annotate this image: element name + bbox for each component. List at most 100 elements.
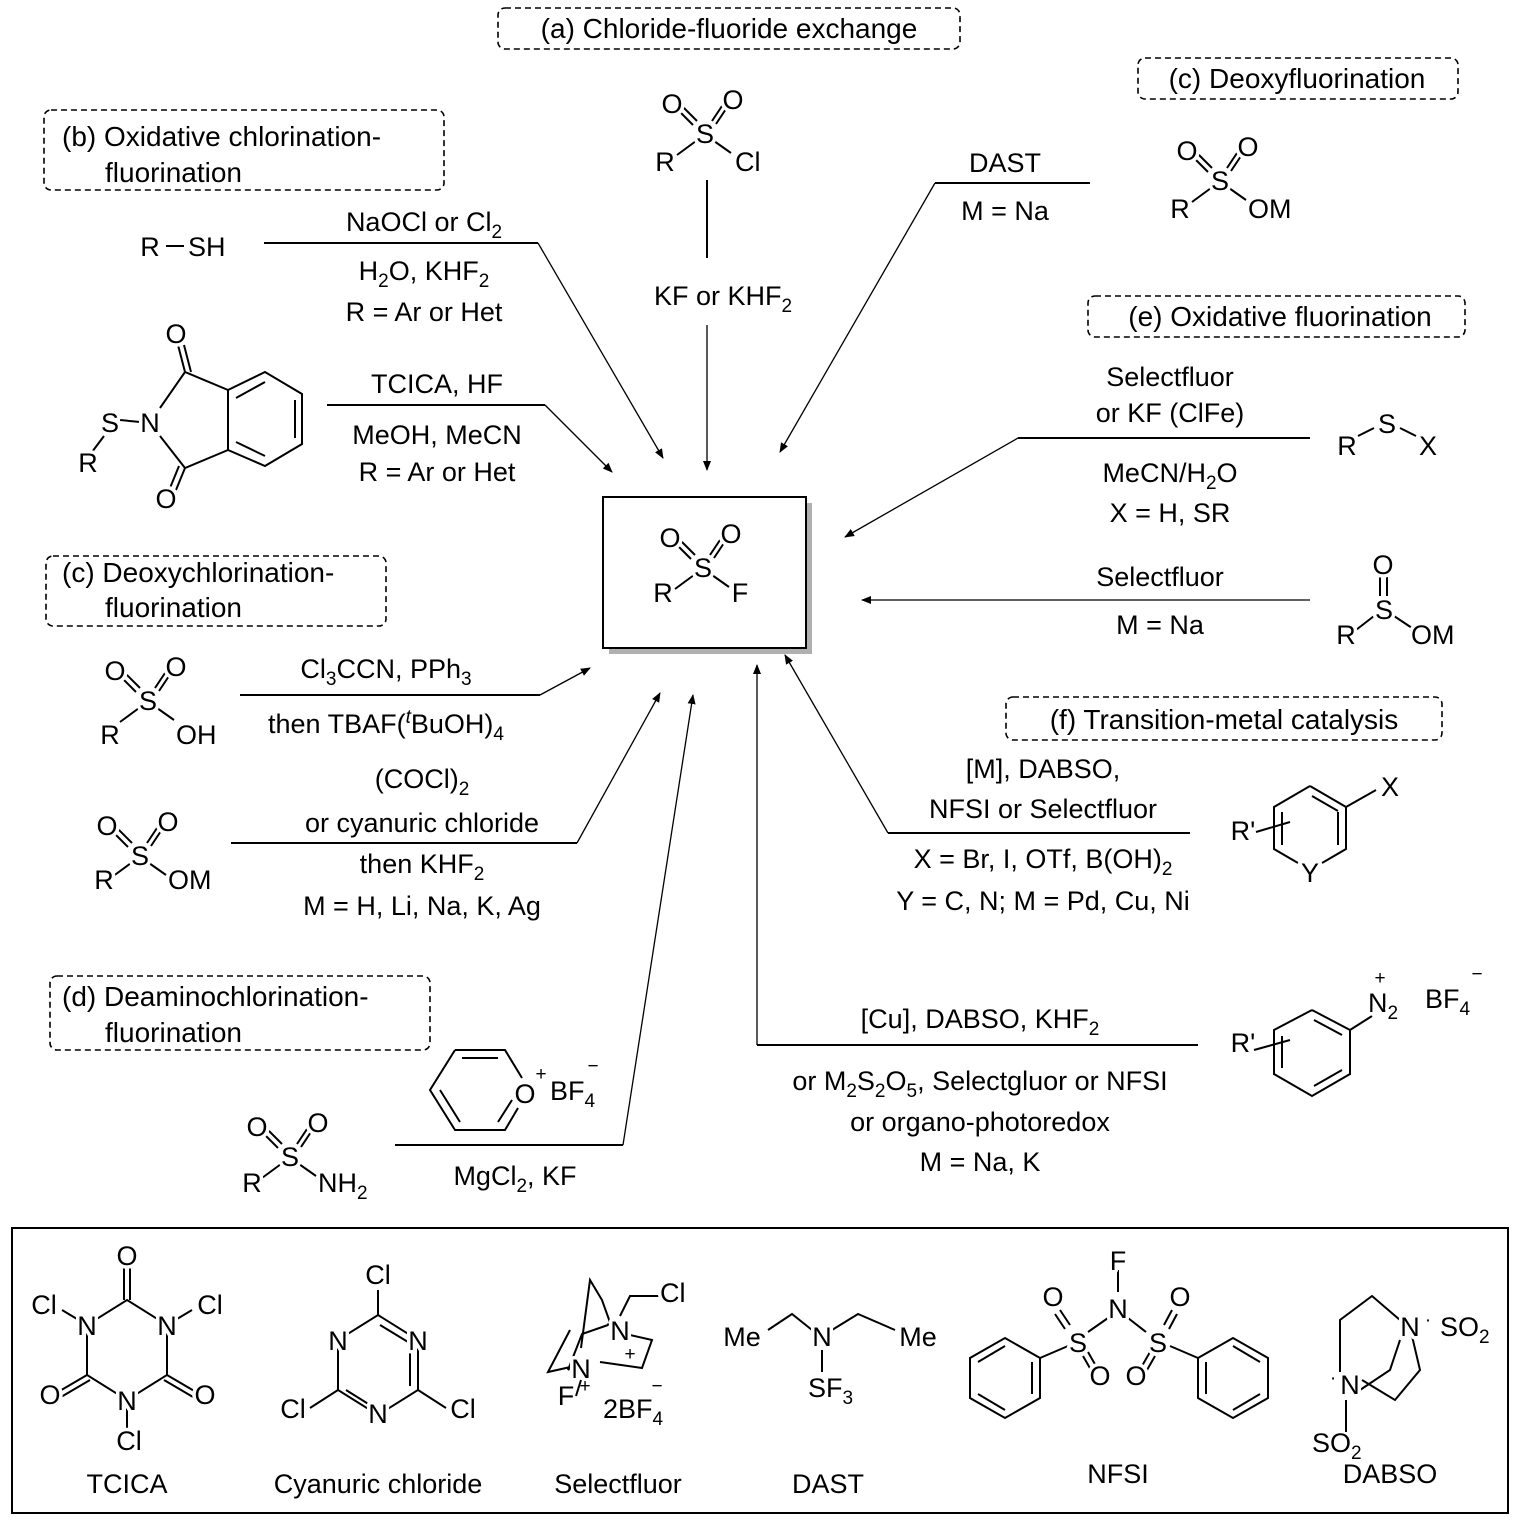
label-text: (COCl) — [375, 764, 459, 794]
condition-c-deoxyF-below: M = Na — [961, 196, 1050, 226]
label-text: N — [157, 1311, 177, 1341]
bond-line — [261, 1128, 317, 1179]
label-text: F — [558, 1381, 575, 1411]
label-text: 2 — [474, 864, 485, 885]
label-text: R' — [1231, 816, 1256, 846]
label-text: X = Br, I, OTf, B(OH) — [914, 844, 1162, 874]
condition-b-thiol-below1: H2O, KHF2 — [359, 256, 490, 292]
condition-c-salt-above1: (COCl)2 — [375, 764, 470, 800]
label-text: (f) Transition-metal catalysis — [1050, 704, 1399, 735]
diagram-part — [49, 975, 431, 1051]
diagram-part — [602, 496, 807, 649]
label-text: S — [857, 1066, 875, 1096]
sulfonate-salt-structure: O O S R OM — [1167, 129, 1295, 228]
bond-line — [1253, 1009, 1373, 1098]
cyanuric-chloride-structure: N N N Cl Cl Cl Cyanuric chloride — [274, 1257, 483, 1500]
label-text: BF4 — [550, 1076, 596, 1112]
nfsi-structure: F N S S O O O O NFSI — [969, 1243, 1269, 1489]
label-text: (a) Chloride-fluoride exchange — [541, 13, 918, 44]
sulfonyl-chloride-structure: O O S R Cl — [652, 82, 764, 181]
bond-line — [428, 1049, 523, 1131]
label-text: 4 — [585, 1091, 596, 1112]
reagent-name-tcica: TCICA — [87, 1469, 168, 1499]
label-text: OH — [176, 720, 217, 750]
label-text: F — [1110, 1246, 1127, 1276]
label-text: N — [1340, 1370, 1360, 1400]
condition-b-phth-below1: MeOH, MeCN — [352, 420, 522, 450]
label-text: O — [1176, 136, 1197, 166]
label-text: S — [694, 553, 712, 583]
section-label-a: (a) Chloride-fluoride exchange — [497, 7, 961, 50]
label-text: , KF — [527, 1161, 577, 1191]
label-text: O — [96, 811, 117, 841]
label-text: KF or KHF — [654, 281, 782, 311]
label-text: Cl — [280, 1394, 306, 1424]
label-text: R — [140, 232, 160, 262]
label-text: then TBAF( — [268, 709, 406, 739]
aryl-halide-structure: X Y R' — [1227, 769, 1402, 892]
arrow-e-thiol — [844, 437, 1019, 538]
label-text: SH — [188, 232, 226, 262]
dabso-structure: N · SO2 N · SO2 DABSO — [1312, 1294, 1490, 1489]
label-text: 2 — [516, 1176, 527, 1197]
bond-line — [676, 105, 732, 156]
label-text: O — [157, 807, 178, 837]
label-text: R — [242, 1168, 262, 1198]
section-label-c-deoxyfluorination: (c) Deoxyfluorination — [1137, 57, 1459, 100]
label-text: S — [1149, 1328, 1167, 1358]
label-text: Cl — [31, 1290, 57, 1320]
condition-diazo-below3: M = Na, K — [920, 1147, 1041, 1177]
label-text: 4 — [493, 724, 504, 745]
label-text: O — [1125, 1361, 1146, 1391]
label-text: O — [155, 484, 176, 514]
pyrylium-tetrafluoroborate-structure: O + BF4 − — [428, 1049, 599, 1131]
label-text: O — [514, 1079, 535, 1109]
label-text: 3 — [326, 669, 337, 690]
bond-line — [767, 1312, 896, 1372]
label-text: fluorination — [105, 592, 242, 623]
diagram-part — [43, 109, 445, 191]
label-text: R — [78, 448, 98, 478]
label-text: Cl — [365, 1260, 391, 1290]
condition-c-salt-below1: then KHF2 — [360, 849, 485, 885]
bond-line — [111, 827, 167, 878]
condition-b-phth-above: TCICA, HF — [371, 369, 503, 399]
label-text: then KHF — [360, 849, 474, 879]
condition-e-thiol-below1: MeCN/H2O — [1102, 458, 1237, 494]
arrow-c-deoxyfluorination — [779, 182, 936, 453]
label-text: SF3 — [808, 1373, 853, 1409]
label-text: O — [104, 656, 125, 686]
bond-line — [1355, 576, 1413, 631]
label-text: [Cu], DABSO, KHF — [861, 1004, 1089, 1034]
condition-f-below2: Y = C, N; M = Pd, Cu, Ni — [896, 886, 1190, 916]
label-text: fluorination — [105, 157, 242, 188]
label-text: CCN, PPh — [336, 654, 461, 684]
condition-d-below: MgCl2, KF — [453, 1161, 576, 1197]
label-text: 2 — [1162, 859, 1173, 880]
label-text: O — [39, 1380, 60, 1410]
label-text: BF — [550, 1076, 585, 1106]
label-text: SF — [808, 1373, 843, 1403]
label-text: NaOCl or Cl — [346, 207, 492, 237]
label-text: O — [307, 1108, 328, 1138]
arrow-b-thiol — [537, 242, 664, 459]
bond-line — [57, 1268, 197, 1432]
diagram-part — [1137, 57, 1459, 100]
label-text: Cl — [300, 654, 326, 684]
label-text: O — [661, 89, 682, 119]
label-text: BF4 — [1425, 984, 1471, 1020]
condition-c-deoxyF-above: DAST — [969, 148, 1041, 178]
reagent-legend-box — [11, 1227, 1509, 1514]
label-text: O — [116, 1241, 137, 1271]
label-text: O — [1089, 1361, 1110, 1391]
label-text: 2 — [459, 779, 470, 800]
label-text: Cl — [116, 1426, 142, 1456]
arrow-b-phthalimide — [544, 404, 613, 473]
label-text: N — [1108, 1294, 1128, 1324]
label-text: 3 — [461, 669, 472, 690]
condition-diazo-above: [Cu], DABSO, KHF2 — [861, 1004, 1100, 1040]
sulfinate-structure: O S R OM — [1333, 547, 1458, 654]
label-text: S — [281, 1142, 299, 1172]
label-text: 3 — [843, 1388, 854, 1409]
